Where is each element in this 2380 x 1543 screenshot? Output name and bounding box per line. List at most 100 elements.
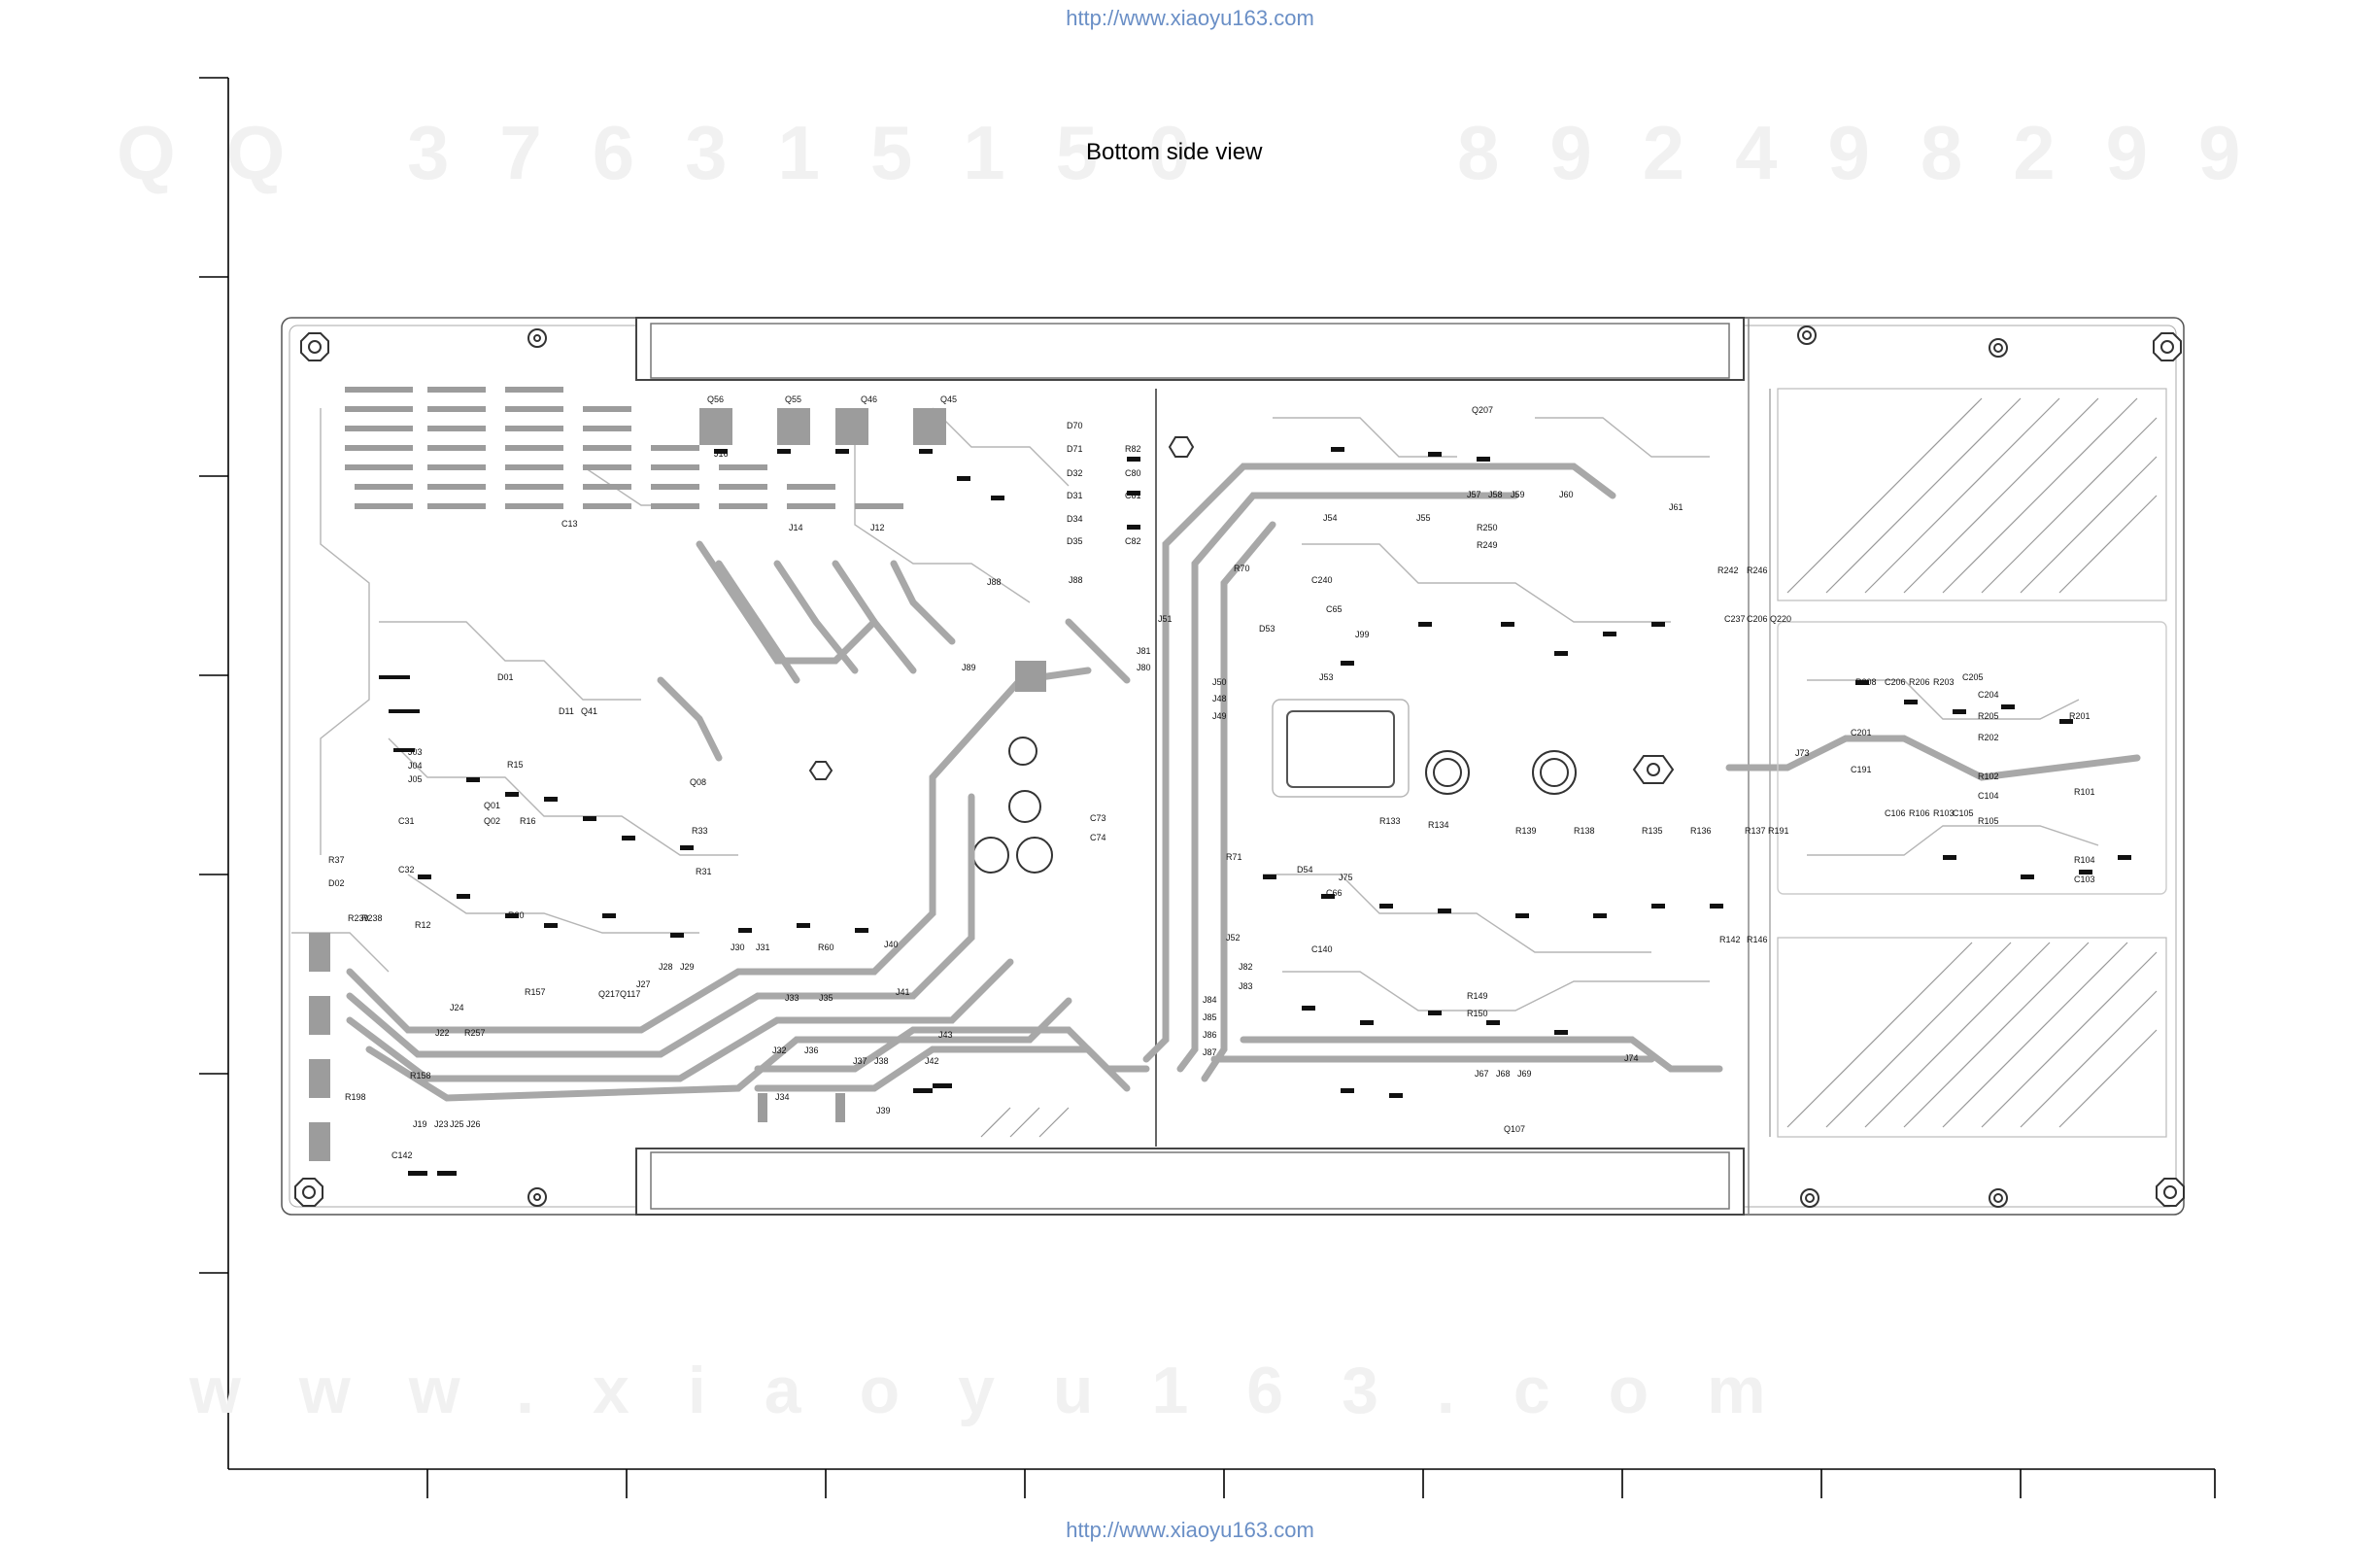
label-j34: J34 xyxy=(775,1092,790,1102)
label-r203: R203 xyxy=(1933,677,1955,687)
source-url-top[interactable]: http://www.xiaoyu163.com xyxy=(1066,6,1314,30)
label-r102: R102 xyxy=(1978,772,1999,781)
label-r239: R239 xyxy=(348,913,369,923)
label-q217: Q217 xyxy=(598,989,620,999)
label-j36: J36 xyxy=(804,1046,819,1055)
label-d54: D54 xyxy=(1297,865,1313,874)
label-j67: J67 xyxy=(1475,1069,1489,1079)
label-j04: J04 xyxy=(408,761,423,771)
mounting-holes xyxy=(294,326,2185,1208)
board-outline xyxy=(281,317,2185,1216)
label-q55: Q55 xyxy=(785,394,801,404)
label-j24: J24 xyxy=(450,1003,464,1012)
label-c13: C13 xyxy=(561,519,578,529)
label-c206: C206 xyxy=(1747,614,1768,624)
label-j14: J14 xyxy=(789,523,803,532)
label-c82: C82 xyxy=(1125,536,1141,546)
label-j89: J89 xyxy=(962,663,976,672)
label-j39: J39 xyxy=(876,1106,891,1115)
label-q41: Q41 xyxy=(581,706,597,716)
label-d11: D11 xyxy=(559,706,574,716)
label-q107: Q107 xyxy=(1504,1124,1525,1134)
label-j19: J19 xyxy=(413,1119,427,1129)
label-c105: C105 xyxy=(1953,808,1974,818)
label-j43: J43 xyxy=(938,1030,953,1040)
label-j30: J30 xyxy=(731,943,745,952)
label-j12: J12 xyxy=(870,523,885,532)
label-q02: Q02 xyxy=(484,816,500,826)
label-j80: J80 xyxy=(1137,663,1151,672)
label-j52: J52 xyxy=(1226,933,1241,943)
label-c66: C66 xyxy=(1326,888,1343,898)
label-d53: D53 xyxy=(1259,624,1275,634)
label-r136: R136 xyxy=(1690,826,1712,836)
label-j16: J16 xyxy=(714,449,729,459)
watermark-number: 892498299 xyxy=(1457,110,2292,195)
label-r133: R133 xyxy=(1379,816,1401,826)
label-q08: Q08 xyxy=(690,777,706,787)
label-q01: Q01 xyxy=(484,801,500,810)
label-r137: R137 xyxy=(1745,826,1766,836)
label-j35: J35 xyxy=(819,993,833,1003)
label-d31: D31 xyxy=(1067,491,1083,500)
label-q117: Q117 xyxy=(620,989,640,999)
label-r33: R33 xyxy=(692,826,708,836)
label-c81: C81 xyxy=(1125,491,1141,500)
label-r242: R242 xyxy=(1717,566,1739,575)
label-j33: J33 xyxy=(785,993,799,1003)
label-r149: R149 xyxy=(1467,991,1488,1001)
label-q45: Q45 xyxy=(940,394,957,404)
label-r135: R135 xyxy=(1642,826,1663,836)
label-d35: D35 xyxy=(1067,536,1083,546)
label-r15: R15 xyxy=(507,760,524,770)
label-j41: J41 xyxy=(896,987,910,997)
label-r138: R138 xyxy=(1574,826,1595,836)
label-d71: D71 xyxy=(1067,444,1083,454)
label-r246: R246 xyxy=(1747,566,1768,575)
label-d01: D01 xyxy=(497,672,514,682)
label-r238: R238 xyxy=(361,913,383,923)
label-r158: R158 xyxy=(410,1071,431,1080)
label-r150: R150 xyxy=(1467,1009,1488,1018)
label-j81: J81 xyxy=(1137,646,1151,656)
label-j57: J57 xyxy=(1467,490,1481,499)
label-r139: R139 xyxy=(1515,826,1537,836)
label-d70: D70 xyxy=(1067,421,1083,430)
label-c206b: C206 xyxy=(1885,677,1906,687)
label-j51: J51 xyxy=(1158,614,1173,624)
label-j90: J88 xyxy=(987,577,1002,587)
watermark-qq: QQ 376315150 xyxy=(117,110,1241,195)
label-r205: R205 xyxy=(1978,711,1999,721)
label-r104: R104 xyxy=(2074,855,2095,865)
watermark-site: www.xiaoyu163.com xyxy=(189,1354,1824,1427)
label-q56: Q56 xyxy=(707,394,724,404)
label-j58: J58 xyxy=(1488,490,1503,499)
label-j59: J59 xyxy=(1511,490,1525,499)
heatsink-pad-array xyxy=(309,387,1046,1161)
label-r103: R103 xyxy=(1933,808,1955,818)
label-r60: R60 xyxy=(818,943,834,952)
label-j28: J28 xyxy=(659,962,673,972)
source-url-bottom[interactable]: http://www.xiaoyu163.com xyxy=(1066,1518,1314,1542)
label-j86: J86 xyxy=(1203,1030,1217,1040)
label-c201: C201 xyxy=(1851,728,1872,737)
label-j88: J88 xyxy=(1069,575,1083,585)
label-r82: R82 xyxy=(1125,444,1141,454)
label-r257: R257 xyxy=(464,1028,486,1038)
label-q46: Q46 xyxy=(861,394,877,404)
label-c204: C204 xyxy=(1978,690,1999,700)
label-q220: Q220 xyxy=(1770,614,1791,624)
label-j85: J85 xyxy=(1203,1012,1217,1022)
label-r201: R201 xyxy=(2069,711,2091,721)
label-c191: C191 xyxy=(1851,765,1872,774)
label-j26: J26 xyxy=(466,1119,481,1129)
label-r20: R20 xyxy=(508,910,525,920)
label-j29: J29 xyxy=(680,962,695,972)
label-c106: C106 xyxy=(1885,808,1906,818)
label-j49: J49 xyxy=(1212,711,1227,721)
label-r37: R37 xyxy=(328,855,345,865)
label-j68: J68 xyxy=(1496,1069,1511,1079)
label-j87: J87 xyxy=(1203,1047,1217,1057)
label-r105: R105 xyxy=(1978,816,1999,826)
